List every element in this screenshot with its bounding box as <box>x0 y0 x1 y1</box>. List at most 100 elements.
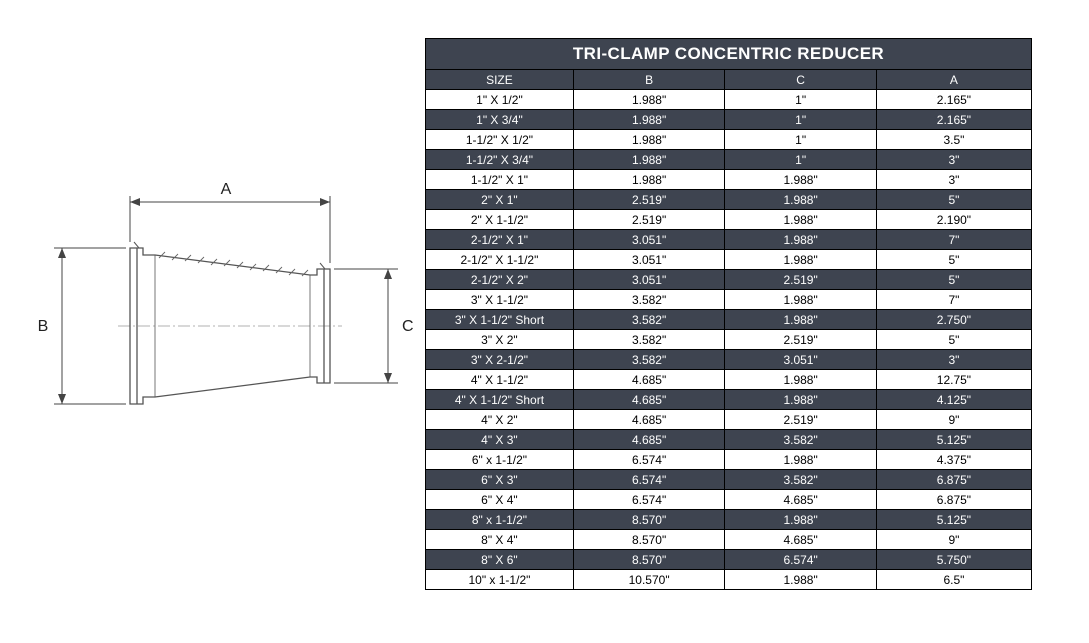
table-cell: 2.750" <box>875 309 1033 330</box>
table-row: 6" x 1-1/2"6.574"1.988"4.375" <box>425 449 1033 470</box>
table-cell: 2-1/2" X 2" <box>425 269 574 290</box>
table-row: 2" X 1-1/2"2.519"1.988"2.190" <box>425 209 1033 230</box>
table-cell: 6" X 4" <box>425 489 574 510</box>
dimension-a-lines <box>129 196 331 263</box>
table-cell: 3.5" <box>875 129 1033 150</box>
table-cell: 3" X 2-1/2" <box>425 349 574 370</box>
table-cell: 3" X 1-1/2" <box>425 289 574 310</box>
table-cell: 6.574" <box>572 469 726 490</box>
table-cell: 4" X 3" <box>425 429 574 450</box>
table-row: 1-1/2" X 1/2"1.988"1"3.5" <box>425 129 1033 150</box>
table-cell: 8" X 4" <box>425 529 574 550</box>
table-cell: 3.051" <box>572 269 726 290</box>
table-cell: 6.875" <box>875 469 1033 490</box>
table-cell: 1.988" <box>572 149 726 170</box>
table-cell: 1.988" <box>724 309 877 330</box>
table-cell: 3" <box>875 349 1033 370</box>
table-cell: 1" X 1/2" <box>425 89 574 110</box>
table-row: 4" X 3"4.685"3.582"5.125" <box>425 429 1033 450</box>
table-cell: 1.988" <box>572 169 726 190</box>
col-header-a: A <box>875 69 1033 90</box>
table-cell: 3" X 1-1/2" Short <box>425 309 574 330</box>
col-header-size: SIZE <box>425 69 574 90</box>
table-cell: 5" <box>875 329 1033 350</box>
table-cell: 5.750" <box>875 549 1033 570</box>
arrowhead-c-top <box>384 269 392 279</box>
table-cell: 1" <box>724 129 877 150</box>
table-row: 4" X 1-1/2"4.685"1.988"12.75" <box>425 369 1033 390</box>
table-cell: 4.685" <box>724 489 877 510</box>
table-cell: 1.988" <box>724 229 877 250</box>
table-cell: 3" <box>875 149 1033 170</box>
table-cell: 3" <box>875 169 1033 190</box>
table-cell: 2.165" <box>875 109 1033 130</box>
table-cell: 3.051" <box>572 229 726 250</box>
table-cell: 1.988" <box>724 289 877 310</box>
col-header-c: C <box>724 69 877 90</box>
table-cell: 10" x 1-1/2" <box>425 569 574 590</box>
table-cell: 5" <box>875 269 1033 290</box>
table-cell: 8" X 6" <box>425 549 574 570</box>
arrowhead-c-bottom <box>384 373 392 383</box>
dimension-label-b: B <box>38 318 49 335</box>
table-cell: 4.125" <box>875 389 1033 410</box>
hatch-marks <box>158 251 309 277</box>
table-row: 2-1/2" X 2"3.051"2.519"5" <box>425 269 1033 290</box>
table-row: 8" X 6"8.570"6.574"5.750" <box>425 549 1033 570</box>
table-cell: 9" <box>875 529 1033 550</box>
table-cell: 2.519" <box>724 329 877 350</box>
table-cell: 4.375" <box>875 449 1033 470</box>
table-cell: 6" X 3" <box>425 469 574 490</box>
table-cell: 7" <box>875 229 1033 250</box>
table-cell: 3.051" <box>724 349 877 370</box>
table-cell: 2" X 1" <box>425 189 574 210</box>
table-row: 2-1/2" X 1-1/2"3.051"1.988"5" <box>425 249 1033 270</box>
table-row: 6" X 3"6.574"3.582"6.875" <box>425 469 1033 490</box>
table-cell: 3.582" <box>572 309 726 330</box>
table-cell: 4.685" <box>572 369 726 390</box>
table-cell: 3.582" <box>572 349 726 370</box>
table-title: TRI-CLAMP CONCENTRIC REDUCER <box>425 38 1032 70</box>
spec-table-body: 1" X 1/2"1.988"1"2.165"1" X 3/4"1.988"1"… <box>425 89 1033 590</box>
table-cell: 2.190" <box>875 209 1033 230</box>
table-cell: 2" X 1-1/2" <box>425 209 574 230</box>
table-cell: 4" X 1-1/2" Short <box>425 389 574 410</box>
table-row: 8" X 4"8.570"4.685"9" <box>425 529 1033 550</box>
table-row: 6" X 4"6.574"4.685"6.875" <box>425 489 1033 510</box>
table-cell: 1.988" <box>572 89 726 110</box>
table-cell: 4.685" <box>572 409 726 430</box>
table-row: 8" x 1-1/2"8.570"1.988"5.125" <box>425 509 1033 530</box>
table-cell: 5" <box>875 249 1033 270</box>
table-cell: 1.988" <box>724 449 877 470</box>
table-cell: 4" X 2" <box>425 409 574 430</box>
table-row: 3" X 2"3.582"2.519"5" <box>425 329 1033 350</box>
table-cell: 5.125" <box>875 429 1033 450</box>
table-cell: 2.519" <box>572 209 726 230</box>
table-cell: 2-1/2" X 1-1/2" <box>425 249 574 270</box>
table-cell: 6.574" <box>572 449 726 470</box>
table-cell: 1.988" <box>724 249 877 270</box>
table-cell: 1.988" <box>724 209 877 230</box>
table-row: 3" X 1-1/2"3.582"1.988"7" <box>425 289 1033 310</box>
table-cell: 3.582" <box>724 429 877 450</box>
table-cell: 1" X 3/4" <box>425 109 574 130</box>
table-cell: 4.685" <box>724 529 877 550</box>
table-cell: 7" <box>875 289 1033 310</box>
table-cell: 1.988" <box>724 369 877 390</box>
table-row: 1" X 3/4"1.988"1"2.165" <box>425 109 1033 130</box>
table-row: 10" x 1-1/2"10.570"1.988"6.5" <box>425 569 1033 590</box>
table-cell: 1-1/2" X 1" <box>425 169 574 190</box>
table-cell: 1.988" <box>724 569 877 590</box>
table-cell: 8" x 1-1/2" <box>425 509 574 530</box>
table-cell: 6.875" <box>875 489 1033 510</box>
table-cell: 5" <box>875 189 1033 210</box>
table-cell: 9" <box>875 409 1033 430</box>
table-row: 4" X 2"4.685"2.519"9" <box>425 409 1033 430</box>
table-row: 1-1/2" X 1"1.988"1.988"3" <box>425 169 1033 190</box>
table-row: 3" X 2-1/2"3.582"3.051"3" <box>425 349 1033 370</box>
table-cell: 6.5" <box>875 569 1033 590</box>
table-cell: 6.574" <box>724 549 877 570</box>
dimension-label-c: C <box>402 318 414 335</box>
